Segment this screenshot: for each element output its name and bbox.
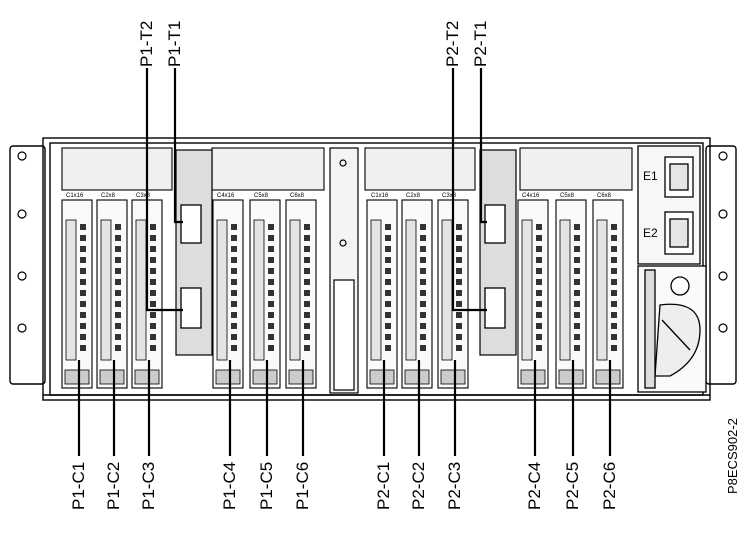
label-p2-t1: P2-T1: [472, 21, 489, 67]
label-p2-t2: P2-T2: [444, 21, 461, 67]
label-p1-c1: P1-C1: [70, 462, 87, 510]
slot-6: C6x8: [286, 193, 316, 388]
slot-7: C1x16: [367, 193, 397, 388]
figure-id: P8ECS902-2: [726, 418, 739, 494]
label-p1-c5: P1-C5: [258, 462, 275, 510]
label-p2-c1: P2-C1: [375, 462, 392, 510]
label-p2-c3: P2-C3: [446, 462, 463, 510]
slot-tag: C4x16: [217, 193, 235, 199]
label-p1-c6: P1-C6: [294, 462, 311, 510]
label-p1-c3: P1-C3: [140, 462, 157, 510]
label-p2-c6: P2-C6: [601, 462, 618, 510]
slot-tag: C4x16: [522, 193, 540, 199]
slot-1: C1x16: [62, 193, 92, 388]
label-p2-c4: P2-C4: [526, 462, 543, 510]
slot-10: C4x16: [518, 193, 548, 388]
slot-4: C4x16: [213, 193, 243, 388]
label-p1-c2: P1-C2: [105, 462, 122, 510]
slot-tag: C6x8: [597, 193, 612, 199]
slot-tag: C1x16: [371, 193, 389, 199]
slot-tag: C5x8: [254, 193, 269, 199]
slot-11: C5x8: [556, 193, 586, 388]
slot-tag: C5x8: [560, 193, 575, 199]
center-divider: [330, 148, 358, 393]
slot-tag: C6x8: [290, 193, 305, 199]
slot-tag: C3x8: [136, 193, 151, 199]
slot-tag: C3x8: [442, 193, 457, 199]
slot-8: C2x8: [402, 193, 432, 388]
label-p1-c4: P1-C4: [221, 462, 238, 510]
slot-5: C5x8: [250, 193, 280, 388]
slot-12: C6x8: [593, 193, 623, 388]
label-p2-c5: P2-C5: [564, 462, 581, 510]
slot-tag: C2x8: [406, 193, 421, 199]
slot-2: C2x8: [97, 193, 127, 388]
slot-tag: C2x8: [101, 193, 116, 199]
label-e2: E2: [643, 226, 658, 240]
slot-tag: C1x16: [66, 193, 84, 199]
label-p2-c2: P2-C2: [410, 462, 427, 510]
label-e1: E1: [643, 169, 658, 183]
label-p1-t2: P1-T2: [138, 21, 155, 67]
label-p1-t1: P1-T1: [166, 21, 183, 67]
